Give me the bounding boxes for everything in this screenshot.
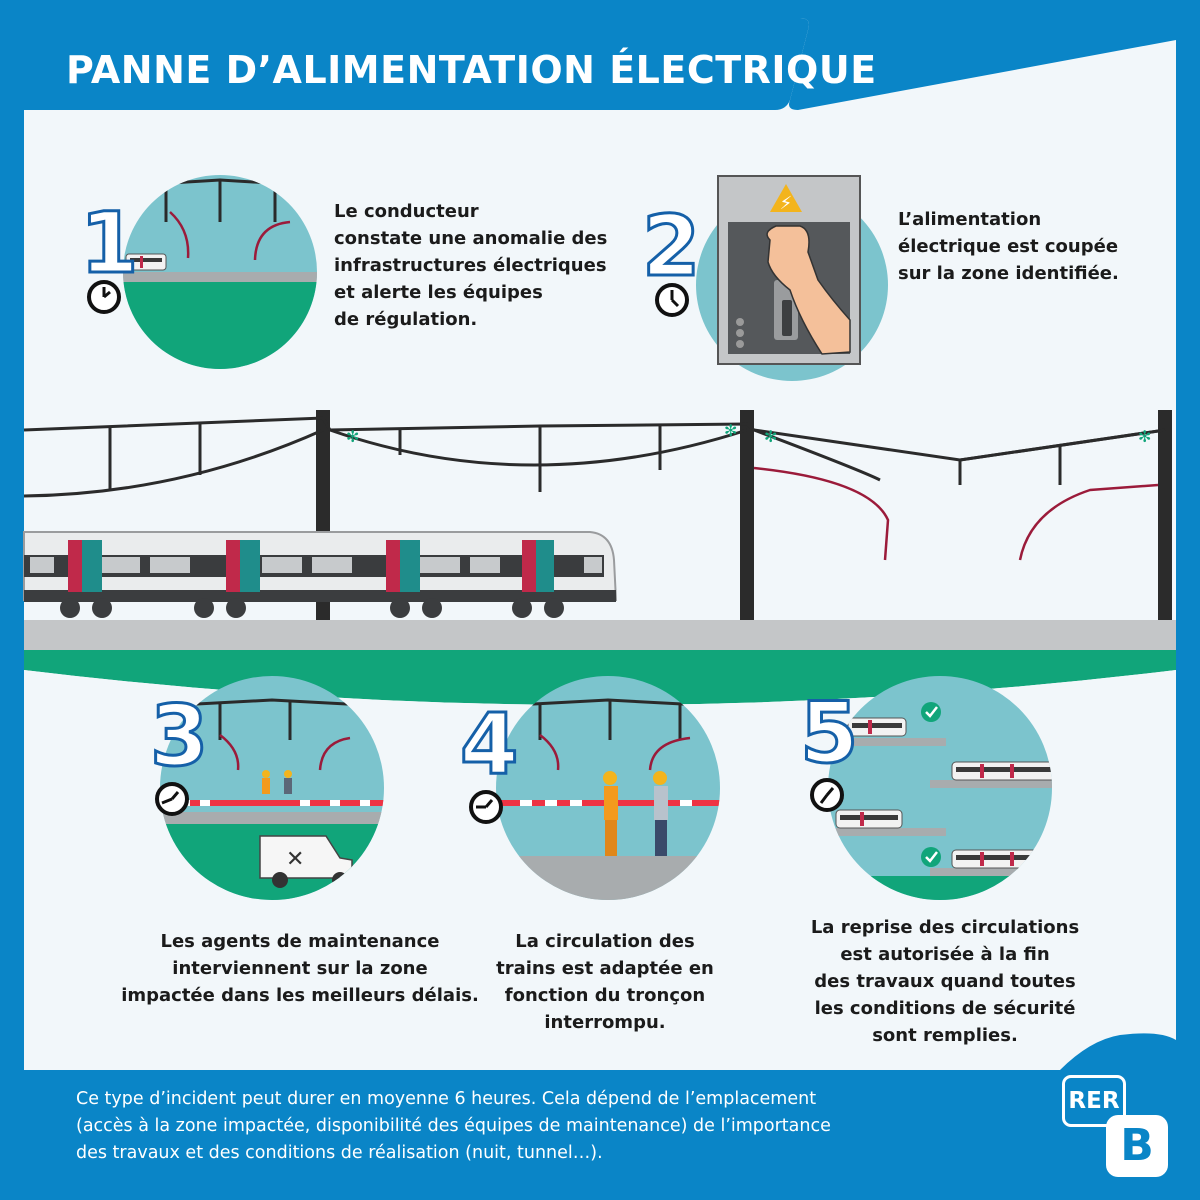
step4-number: 4: [460, 695, 518, 793]
header-background: [0, 0, 1200, 130]
svg-text:✻: ✻: [1138, 427, 1151, 446]
clock-icon: [810, 778, 844, 812]
svg-text:✻: ✻: [346, 427, 359, 446]
switch-panel-illustration: ⚡: [717, 175, 861, 365]
step5-text: La reprise des circulations est autorisé…: [810, 917, 1080, 1046]
train-icon: [847, 717, 907, 737]
step5-number: 5: [800, 684, 858, 782]
step3-text: Les agents de maintenance interviennent …: [121, 931, 479, 1006]
rer-b-logo: RER B: [1062, 1075, 1176, 1180]
clock-icon: [155, 782, 189, 816]
clock-icon: [87, 280, 121, 314]
svg-text:✻: ✻: [764, 427, 777, 446]
clock-icon: [469, 790, 503, 824]
step3-number: 3: [150, 687, 208, 785]
step2-text: L’alimentation électrique est coupée sur…: [898, 209, 1119, 284]
svg-text:⚡: ⚡: [780, 193, 793, 214]
step5-illustration: [828, 676, 1052, 900]
step2-number: 2: [642, 197, 700, 295]
step4-text: La circulation des trains est adaptée en…: [496, 931, 714, 1033]
check-icon: [921, 847, 941, 867]
step1-text: Le conducteur constate une anomalie des …: [334, 201, 608, 330]
step1-illustration: [123, 175, 317, 369]
step4-illustration: [496, 676, 720, 900]
clock-icon: [655, 283, 689, 317]
check-icon: [921, 702, 941, 722]
warning-icon: [770, 184, 802, 212]
rer-label: RER: [1062, 1075, 1126, 1127]
svg-text:✻: ✻: [724, 421, 737, 440]
line-b-label: B: [1106, 1115, 1168, 1177]
step1-number: 1: [80, 194, 138, 292]
tools-icon: ✕: [286, 847, 304, 872]
train-illustration: [23, 531, 618, 618]
footer-note: Ce type d’incident peut durer en moyenne…: [76, 1089, 831, 1163]
train-icon: [951, 761, 1052, 781]
train-icon: [835, 809, 903, 829]
page-title: PANNE D’ALIMENTATION ÉLECTRIQUE: [66, 48, 877, 92]
train-icon: [951, 849, 1052, 869]
